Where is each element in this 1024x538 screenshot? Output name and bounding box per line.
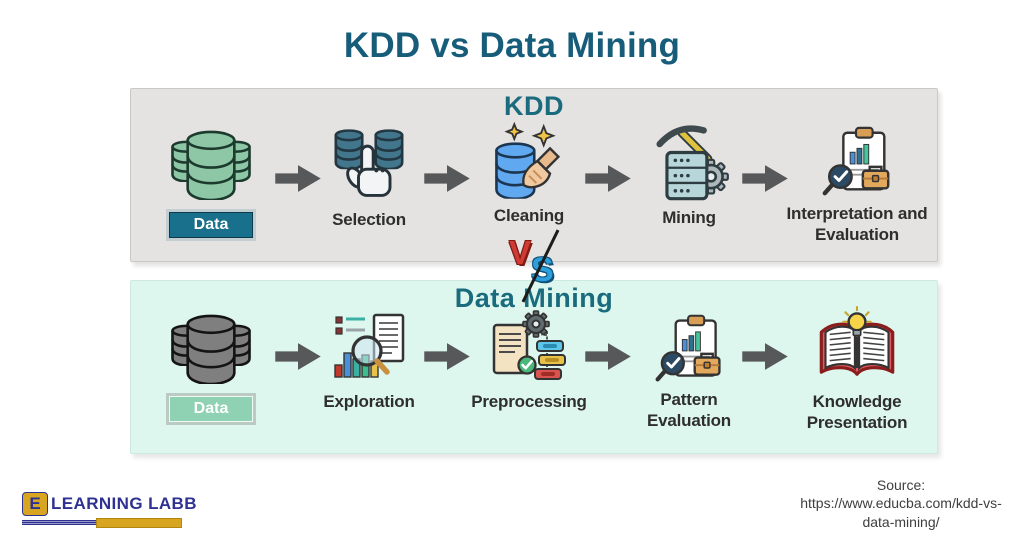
logo-gold-bar — [96, 518, 182, 528]
preprocessing-icon — [489, 309, 569, 389]
logo-text: LEARNING LABB — [51, 494, 197, 513]
dm-step-exploration: Exploration — [289, 309, 449, 413]
kdd-step-selection: Selection — [289, 123, 449, 231]
selection-icon — [327, 123, 411, 207]
vs-letter-v: V — [509, 234, 532, 271]
dm-step-pattern-evaluation: Pattern Evaluation — [609, 311, 769, 431]
source-attribution: Source: https://www.educba.com/kdd-vs- d… — [782, 476, 1020, 531]
source-url-line1: https://www.educba.com/kdd-vs- — [800, 495, 1002, 512]
step-label: Interpretation and Evaluation — [786, 204, 928, 244]
pattern-evaluation-icon — [651, 311, 727, 387]
exploration-icon — [329, 309, 409, 389]
logo-initial: E — [22, 492, 48, 516]
cleaning-icon — [487, 119, 571, 203]
interpretation-evaluation-icon — [818, 123, 896, 201]
logo-underline-bars — [22, 518, 182, 528]
kdd-data-badge: Data — [169, 212, 253, 238]
step-label: Selection — [332, 210, 406, 229]
step-label: Pattern Evaluation — [647, 390, 731, 430]
vs-badge: V S — [503, 229, 577, 303]
step-label: Mining — [662, 208, 716, 227]
database-stack-icon — [169, 123, 253, 207]
kdd-data-step: Data — [131, 123, 291, 238]
page-title: KDD vs Data Mining — [343, 26, 681, 65]
step-label: Exploration — [323, 392, 415, 411]
step-label: Cleaning — [493, 206, 565, 225]
dm-step-preprocessing: Preprocessing — [449, 309, 609, 413]
kdd-section: KDD Data Selection Cleaning Mining Inter… — [130, 88, 938, 262]
step-label: Preprocessing — [471, 392, 587, 411]
dm-data-badge: Data — [169, 396, 253, 422]
database-stack-icon — [169, 307, 253, 391]
elearning-labb-logo: E LEARNING LABB — [22, 492, 197, 528]
kdd-heading: KDD — [504, 91, 564, 121]
vs-letter-s: S — [531, 251, 554, 289]
kdd-step-cleaning: Cleaning — [449, 119, 609, 227]
dm-data-step: Data — [131, 307, 291, 422]
data-mining-section: Data Mining Data Exploration Preprocessi… — [130, 280, 938, 454]
source-label: Source: — [876, 477, 926, 493]
kdd-step-mining: Mining — [609, 121, 769, 229]
knowledge-presentation-icon — [815, 305, 899, 389]
mining-icon — [647, 121, 731, 205]
source-url-line2: data-mining/ — [862, 513, 940, 530]
step-label: Knowledge Presentation — [806, 392, 908, 432]
data-mining-heading: Data Mining — [454, 283, 614, 313]
dm-step-knowledge-presentation: Knowledge Presentation — [777, 305, 937, 433]
kdd-step-interpretation-evaluation: Interpretation and Evaluation — [777, 123, 937, 245]
